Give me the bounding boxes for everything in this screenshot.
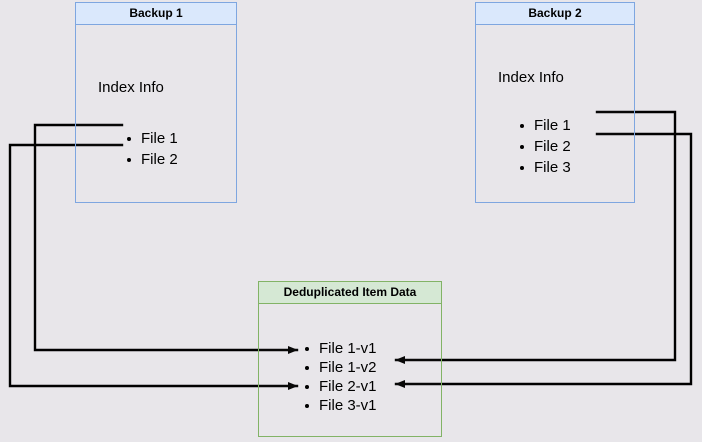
node-backup-2-body: Index Info File 1 File 2 File 3 bbox=[475, 25, 635, 203]
node-dedup-body: File 1-v1 File 1-v2 File 2-v1 File 3-v1 bbox=[258, 304, 442, 437]
backup-2-index-info-label: Index Info bbox=[498, 69, 564, 86]
list-item: File 2-v1 bbox=[303, 377, 377, 396]
edge-backup2-file2-to-dedup-file2v1 bbox=[394, 132, 693, 388]
node-backup-1[interactable]: Backup 1 Index Info File 1 File 2 bbox=[75, 2, 237, 203]
list-item: File 3-v1 bbox=[303, 396, 377, 415]
backup-1-index-info-label: Index Info bbox=[98, 79, 164, 96]
backup-2-file-list: File 1 File 2 File 3 bbox=[518, 115, 571, 178]
list-item: File 1-v2 bbox=[303, 358, 377, 377]
node-backup-2-header: Backup 2 bbox=[475, 2, 635, 25]
list-item: File 1 bbox=[518, 115, 571, 136]
list-item: File 2 bbox=[518, 136, 571, 157]
node-dedup-header: Deduplicated Item Data bbox=[258, 281, 442, 304]
node-backup-1-header: Backup 1 bbox=[75, 2, 237, 25]
node-backup-1-body: Index Info File 1 File 2 bbox=[75, 25, 237, 203]
list-item: File 3 bbox=[518, 157, 571, 178]
node-backup-2[interactable]: Backup 2 Index Info File 1 File 2 File 3 bbox=[475, 2, 635, 203]
list-item: File 2 bbox=[125, 149, 178, 170]
node-deduplicated-item-data[interactable]: Deduplicated Item Data File 1-v1 File 1-… bbox=[258, 281, 442, 437]
edge-backup2-file1-to-dedup-file1v2 bbox=[394, 110, 677, 364]
dedup-file-list: File 1-v1 File 1-v2 File 2-v1 File 3-v1 bbox=[303, 339, 377, 415]
backup-1-file-list: File 1 File 2 bbox=[125, 128, 178, 170]
list-item: File 1-v1 bbox=[303, 339, 377, 358]
edge-backup1-file1-to-dedup-file1v1 bbox=[33, 123, 299, 354]
edge-backup1-file2-to-dedup-file2v1 bbox=[8, 143, 299, 390]
list-item: File 1 bbox=[125, 128, 178, 149]
